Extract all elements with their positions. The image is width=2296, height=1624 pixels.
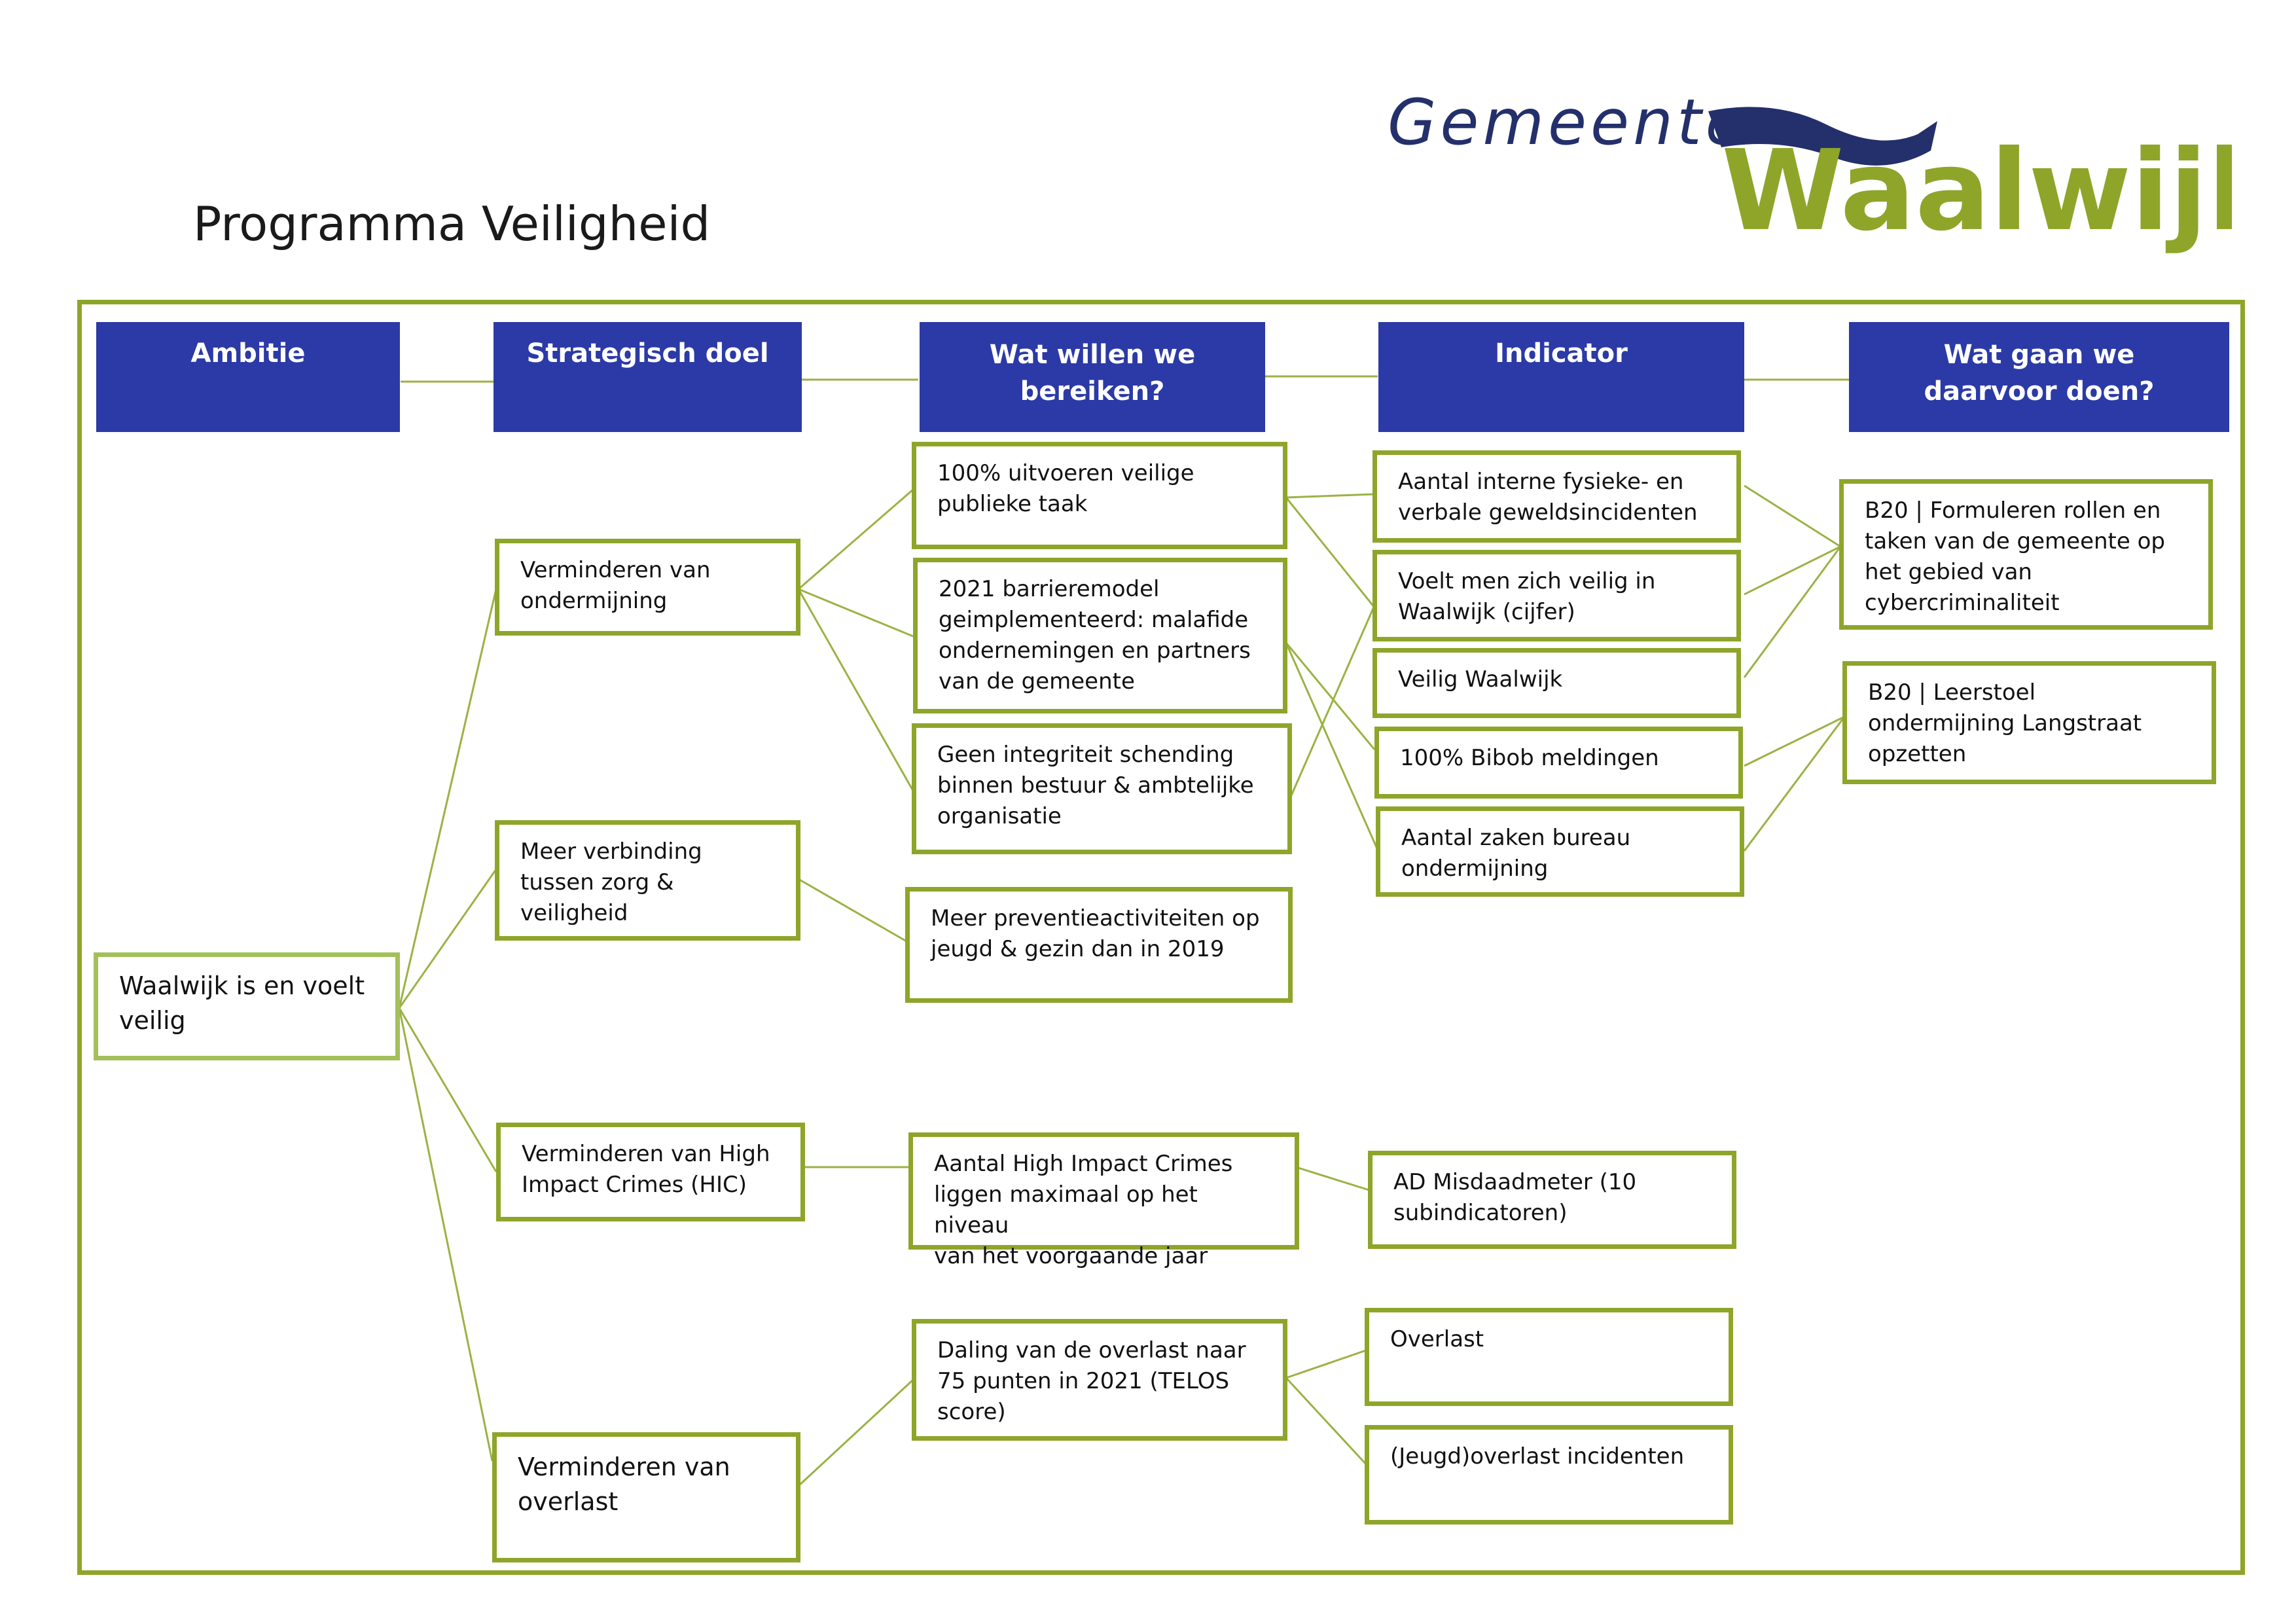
indicator-overlast: Overlast	[1365, 1308, 1733, 1406]
header-strategisch-doel: Strategisch doel	[493, 322, 802, 432]
indicator-veilig-waalwijk: Veilig Waalwijk	[1372, 648, 1741, 718]
header-ambitie: Ambitie	[96, 322, 400, 432]
diagram-frame	[77, 300, 2245, 1575]
logo-text-waalwijk: Waalwijk	[1721, 126, 2232, 256]
logo-text-gemeente: Gemeente	[1388, 86, 1748, 159]
indicator-jeugd-overlast-incidenten: (Jeugd)overlast incidenten	[1365, 1425, 1733, 1525]
indicator-bibob-meldingen: 100% Bibob meldingen	[1374, 727, 1743, 799]
gemeente-waalwijk-logo: Gemeente Waalwijk	[1388, 86, 2232, 256]
logo-wave-icon	[1708, 107, 1937, 166]
header-indicator: Indicator	[1378, 322, 1744, 432]
page-title: Programma Veiligheid	[193, 196, 711, 251]
